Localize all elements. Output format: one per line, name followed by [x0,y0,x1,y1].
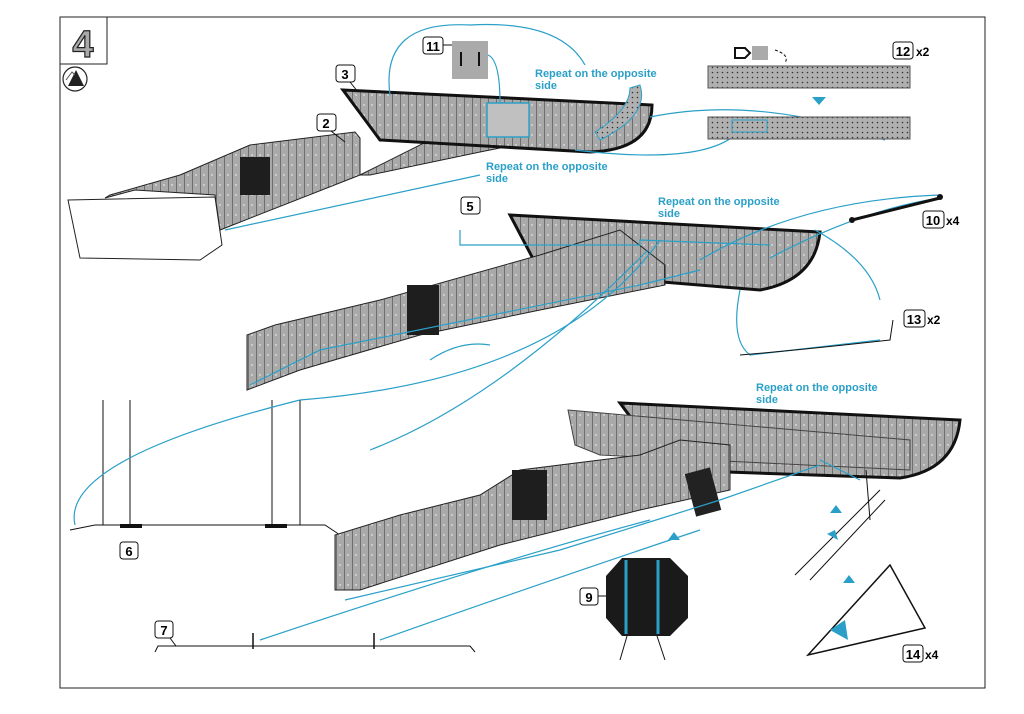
top-assembly [67,23,886,261]
svg-text:10: 10 [926,213,940,228]
callout-5: 5 [460,196,481,215]
svg-text:2: 2 [322,116,329,131]
part-12-rail [707,46,911,140]
svg-text:12: 12 [896,44,910,59]
part-10-rod [849,194,943,223]
bottom-assembly [259,401,962,657]
callout-9: 9 [579,587,606,606]
part-7-rail [154,633,476,653]
svg-text:11: 11 [426,39,440,54]
svg-text:side: side [535,80,557,92]
callout-12: 12 x2 [892,41,930,60]
svg-text:6: 6 [125,544,132,559]
callout-7: 7 [154,620,177,647]
svg-text:side: side [486,173,508,185]
callout-11: 11 [422,36,452,55]
svg-text:9: 9 [585,590,592,605]
callout-14: 14 x4 [902,644,939,663]
glue-icon [62,66,88,92]
callout-13: 13 x2 [903,309,941,328]
svg-text:Repeat on the opposite: Repeat on the opposite [486,161,608,173]
svg-text:4: 4 [72,24,93,66]
svg-text:3: 3 [341,67,348,82]
svg-text:5: 5 [466,199,473,214]
page-border [59,16,986,689]
part-9-plate [606,558,688,661]
svg-text:Repeat on the opposite: Repeat on the opposite [658,196,780,208]
svg-text:side: side [756,394,778,406]
callout-3: 3 [335,64,359,93]
svg-text:side: side [658,208,680,220]
callout-10: 10 x4 [922,210,960,229]
svg-text:Repeat on the opposite: Repeat on the opposite [756,382,878,394]
svg-text:x4: x4 [946,214,960,228]
step-number-badge: 4 [59,16,108,67]
svg-text:x2: x2 [927,313,941,327]
svg-text:x4: x4 [925,648,939,662]
part-6-frame [69,399,341,536]
svg-text:14: 14 [906,647,921,662]
svg-text:7: 7 [160,623,167,638]
callout-2: 2 [316,113,346,143]
callout-6: 6 [119,541,139,560]
svg-text:x2: x2 [916,45,930,59]
svg-text:13: 13 [907,312,921,327]
svg-text:Repeat on the opposite: Repeat on the opposite [535,68,657,80]
middle-assembly [246,194,941,451]
